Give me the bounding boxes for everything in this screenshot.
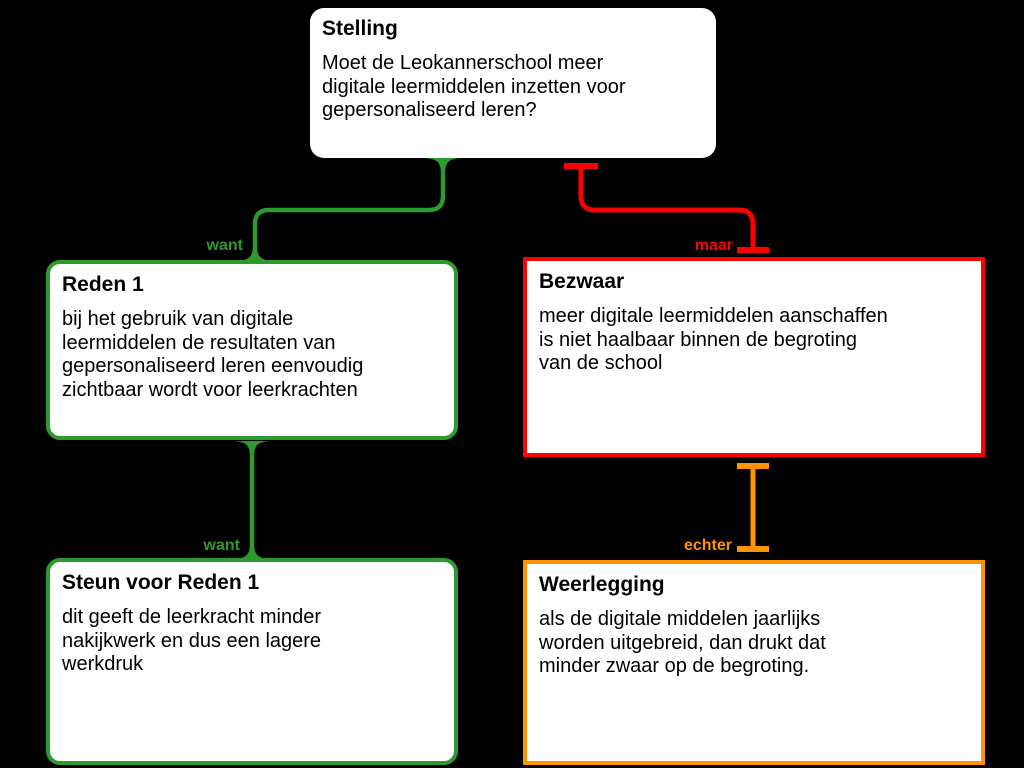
support-wire: [252, 167, 446, 253]
objection-wire: [578, 169, 756, 247]
bezwaar-body: meer digitale leermiddelen aanschaffen i…: [539, 305, 888, 375]
connector-label-want: want: [206, 237, 243, 254]
support-connector-want-1: [237, 158, 461, 261]
reden-1-title: Reden 1: [62, 273, 144, 296]
bezwaar-title: Bezwaar: [539, 270, 625, 293]
weerlegging-body: als de digitale middelen jaarlijks worde…: [539, 608, 826, 678]
stelling-body: Moet de Leokannerschool meer digitale le…: [322, 52, 626, 122]
connector-label-maar: maar: [694, 237, 733, 254]
weerlegging-title: Weerlegging: [539, 573, 665, 596]
steun-voor-reden-1-title: Steun voor Reden 1: [62, 571, 260, 594]
stelling-title: Stelling: [322, 17, 398, 40]
anchor-flare: [234, 441, 270, 454]
steun-voor-reden-1-node[interactable]: Steun voor Reden 1 dit geeft de leerkrac…: [46, 558, 458, 765]
connector-label-want: want: [203, 537, 240, 554]
stelling-node[interactable]: Stelling Moet de Leokannerschool meer di…: [310, 8, 716, 158]
rebuttal-connector-echter: [737, 463, 769, 552]
steun-voor-reden-1-body: dit geeft de leerkracht minder nakijkwer…: [62, 606, 322, 676]
reden-1-body: bij het gebruik van digitale leermiddele…: [62, 308, 364, 401]
anchor-flare: [425, 158, 461, 171]
reden-1-node[interactable]: Reden 1 bij het gebruik van digitale lee…: [46, 260, 458, 440]
connector-label-echter: echter: [683, 537, 732, 554]
weerlegging-node[interactable]: Weerlegging als de digitale middelen jaa…: [523, 560, 985, 765]
bezwaar-node[interactable]: Bezwaar meer digitale leermiddelen aansc…: [523, 257, 985, 457]
